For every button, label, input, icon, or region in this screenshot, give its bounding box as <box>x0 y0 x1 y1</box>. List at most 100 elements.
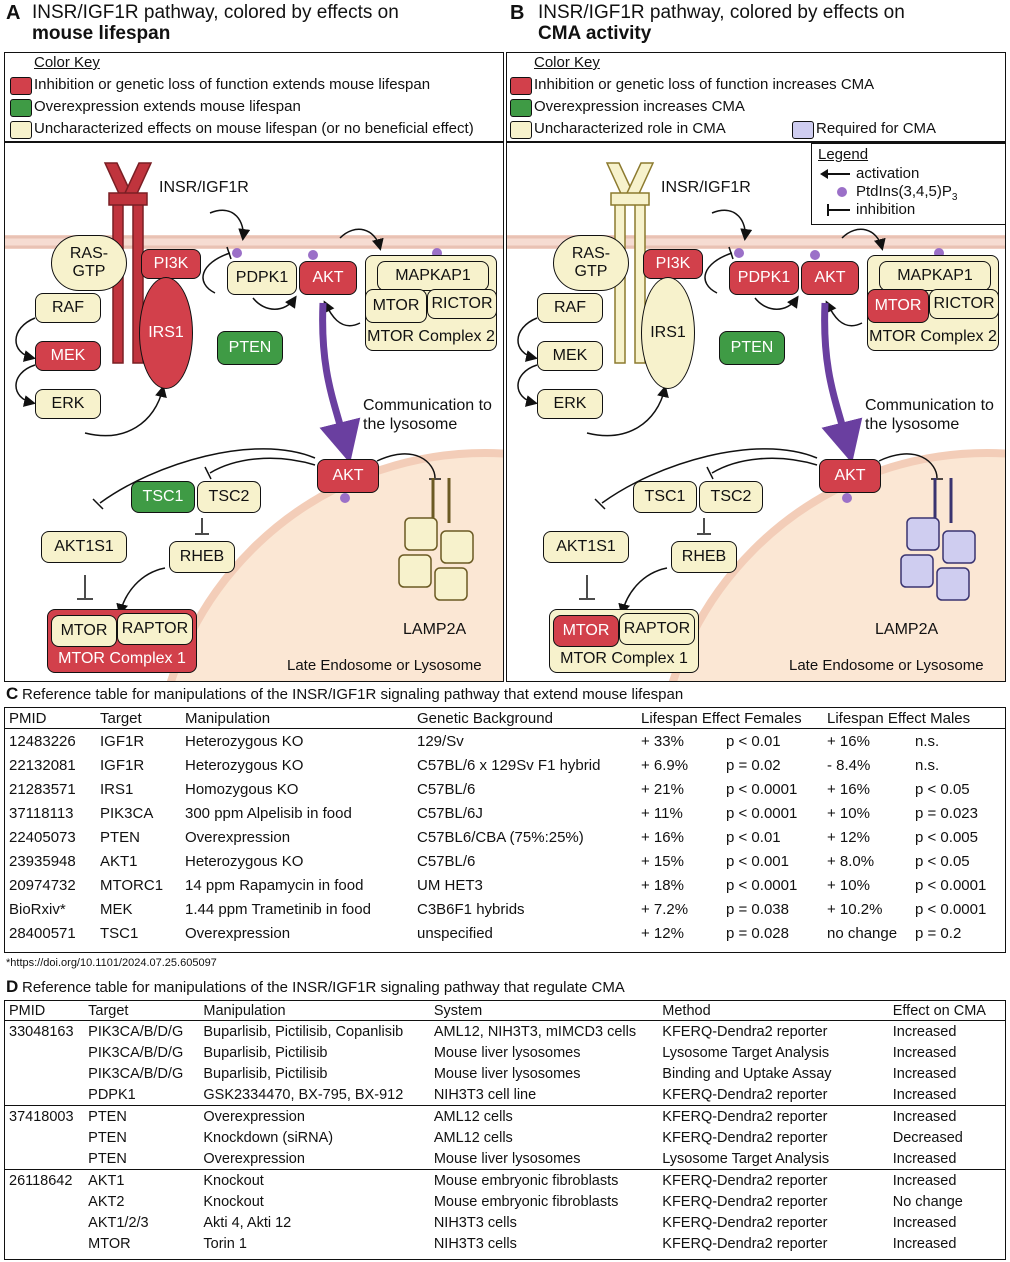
table-cell: p = 0.2 <box>915 924 962 942</box>
table-cell: p < 0.01 <box>726 828 781 846</box>
node-insr-igf1r: INSR/IGF1R <box>159 179 249 196</box>
table-cell: unspecified <box>417 924 493 942</box>
table-cell: PDPK1 <box>88 1086 136 1103</box>
table-cell: 1.44 ppm Trametinib in food <box>185 900 371 918</box>
node-ras-line1: RAS- <box>69 245 109 262</box>
table-row: 22132081 IGF1R Heterozygous KO C57BL/6 x 12… <box>4 753 1006 777</box>
table-cell: Decreased <box>892 1129 963 1146</box>
panel-b-color-key-title: Color Key <box>534 54 600 71</box>
table-cell: Heterozygous KO <box>185 852 304 870</box>
table-cell <box>4 1191 83 1212</box>
table-cell: 22132081 <box>9 756 76 774</box>
swatch-green-b <box>510 99 532 117</box>
legend-box: Legend activation PtdIns(3,4,5)P3 inhibi… <box>811 143 1005 225</box>
table-d-header: Manipulation <box>203 1003 286 1019</box>
table-cell: Akti 4, Akti 12 <box>203 1214 292 1231</box>
table-cell: GSK2334470, BX-795, BX-912 <box>203 1086 404 1103</box>
table-cell: p = 0.038 <box>726 900 789 918</box>
table-cell: + 6.9% <box>641 756 689 774</box>
table-cell: KFERQ-Dendra2 reporter <box>662 1086 828 1103</box>
b-node-pi3k: PI3K <box>643 249 703 279</box>
b-comm-line1: Communication to <box>865 397 994 414</box>
table-cell: C57BL/6 x 129Sv F1 hybrid <box>417 756 601 774</box>
table-cell: NIH3T3 cell line <box>433 1086 537 1103</box>
panel-b-diagram: Legend activation PtdIns(3,4,5)P3 inhibi… <box>506 142 1006 682</box>
table-cell <box>4 1233 83 1254</box>
table-cell: p < 0.0001 <box>915 876 987 894</box>
b-node-akt1s1: AKT1S1 <box>543 531 629 563</box>
table-cell: + 11% <box>641 804 683 822</box>
table-cell: PIK3CA/B/D/G <box>88 1044 184 1061</box>
table-cell: UM HET3 <box>417 876 483 894</box>
table-cell: Increased <box>892 1086 957 1103</box>
node-akt: AKT <box>299 261 357 295</box>
table-cell: C57BL/6J <box>417 804 483 822</box>
legend-activation: activation <box>856 165 920 182</box>
comm-line2: the lysosome <box>363 416 458 433</box>
node-ras-gtp: RAS- GTP <box>51 235 127 291</box>
node-irs1: IRS1 <box>139 277 193 389</box>
legend-title: Legend <box>818 146 869 163</box>
table-cell: C57BL/6 <box>417 852 476 870</box>
table-cell: IGF1R <box>100 756 145 774</box>
table-cell: KFERQ-Dendra2 reporter <box>662 1129 828 1146</box>
table-cell: p = 0.02 <box>726 756 781 774</box>
table-cell: Increased <box>892 1023 957 1040</box>
node-akt-lysosome: AKT <box>317 459 379 493</box>
table-cell: Overexpression <box>203 1108 305 1125</box>
table-cell: Homozygous KO <box>185 780 299 798</box>
table-cell: + 18% <box>641 876 684 894</box>
table-cell: Increased <box>892 1214 957 1231</box>
table-cell <box>4 1127 83 1148</box>
b-node-raf: RAF <box>537 293 603 323</box>
table-cell: + 10.2% <box>827 900 883 918</box>
table-cell: + 15% <box>641 852 684 870</box>
table-cell: KFERQ-Dendra2 reporter <box>662 1214 828 1231</box>
b-node-mtor2: MTOR <box>867 289 929 323</box>
table-cell <box>4 1063 83 1084</box>
table-cell: + 21% <box>641 780 684 798</box>
legend-ptdins-text: PtdIns(3,4,5)P <box>856 183 952 200</box>
b-node-tsc2: TSC2 <box>699 481 763 513</box>
table-cell: Buparlisib, Pictilisib <box>203 1065 328 1082</box>
table-cell: KFERQ-Dendra2 reporter <box>662 1108 828 1125</box>
table-d-header: Effect on CMA <box>892 1003 986 1019</box>
table-cell: 21283571 <box>9 780 76 798</box>
b-node-ras-line1: RAS- <box>571 245 611 262</box>
table-cell: AKT1/2/3 <box>88 1214 149 1231</box>
key-red-label: Inhibition or genetic loss of function e… <box>34 76 431 93</box>
key-green-b-label: Overexpression increases CMA <box>534 98 745 115</box>
panel-a-color-key <box>4 52 504 142</box>
table-cell: 22405073 <box>9 828 76 846</box>
table-cell: IRS1 <box>100 780 134 798</box>
table-cell: C57BL6/CBA (75%:25%) <box>417 828 584 846</box>
b-node-rheb: RHEB <box>671 541 737 573</box>
table-cell: Heterozygous KO <box>185 756 304 774</box>
table-d-header: PMID <box>9 1003 46 1019</box>
b-node-insr-igf1r: INSR/IGF1R <box>661 179 751 196</box>
table-cell: C57BL/6 <box>417 780 476 798</box>
table-c-header: Lifespan Effect Females <box>641 710 802 727</box>
table-cell: AML12 cells <box>433 1108 513 1125</box>
panel-a-letter: A <box>6 2 21 24</box>
table-cell: 28400571 <box>9 924 76 942</box>
table-cell: TSC1 <box>100 924 139 942</box>
table-cell <box>4 1042 83 1063</box>
table-cell: p < 0.01 <box>726 732 781 750</box>
table-cell: Lysosome Target Analysis <box>662 1044 830 1061</box>
table-cell: Lysosome Target Analysis <box>662 1150 830 1167</box>
table-cell: IGF1R <box>100 732 145 750</box>
table-c-header: Manipulation <box>185 710 271 727</box>
table-cell: Buparlisib, Pictilisib, Copanlisib <box>203 1023 404 1040</box>
table-cell: Knockout <box>203 1193 264 1210</box>
table-cell: Increased <box>892 1108 957 1125</box>
table-cell: p < 0.0001 <box>915 900 987 918</box>
table-cell: + 16% <box>641 828 684 846</box>
